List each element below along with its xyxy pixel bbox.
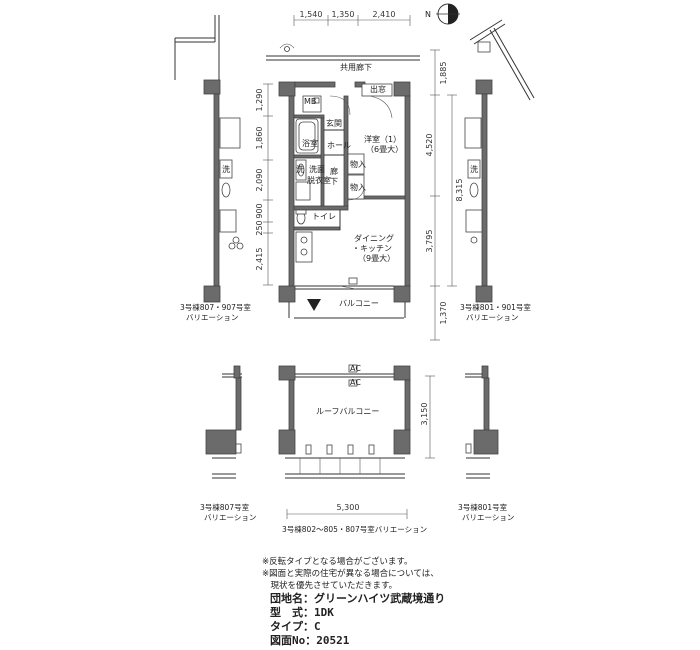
- dim-top-1: 1,540: [300, 10, 323, 19]
- dim-top-3: 2,410: [373, 10, 396, 19]
- compass-icon: N: [425, 3, 460, 25]
- label-storage-b: 物入: [350, 182, 366, 192]
- dim-left-2: 1,860: [255, 127, 264, 150]
- caption-var-right-top-1: 3号棟801・901号室: [460, 302, 531, 312]
- note-line: ※図面と実際の住宅が異なる場合については、: [262, 569, 439, 579]
- roof-ac-label-a: AC: [350, 364, 361, 373]
- label-western-room-size: （6畳大）: [366, 144, 403, 154]
- info-type: タイプ：C: [270, 620, 321, 633]
- label-dining-1: ダイニング: [354, 233, 394, 243]
- dim-right-2: 4,520: [425, 134, 434, 157]
- info-drawing-number: 図面No：20521: [270, 634, 350, 647]
- dim-right-4: 1,370: [439, 302, 448, 325]
- dim-left-4: 900: [255, 203, 264, 218]
- variation-left-top: 洗 3号棟807・907号室 バリエーション: [174, 15, 251, 322]
- caption-var-left-top-2: バリエーション: [186, 313, 238, 322]
- label-mb: MB: [304, 97, 316, 106]
- label-hallway-2: 下: [330, 177, 338, 186]
- label-roof-balcony: ルーフバルコニー: [316, 407, 379, 416]
- balcony-hatch-icon: [307, 299, 321, 311]
- dim-left-5: 250: [255, 220, 264, 235]
- label-dining-2: ・キッチン: [352, 244, 392, 253]
- dim-left-1: 1,290: [255, 89, 264, 112]
- caption-var-left-top-1: 3号棟807・907号室: [180, 302, 251, 312]
- top-dimensions: 1,540 1,350 2,410: [293, 10, 411, 26]
- label-western-room: 洋室（1）: [364, 134, 401, 144]
- note-line: ※反転タイプとなる場合がございます。: [262, 557, 413, 567]
- label-toilet: トイレ: [312, 212, 336, 221]
- dim-left-6: 2,415: [255, 248, 264, 271]
- property-info: 団地名：グリーンハイツ武蔵境通り 型 式：1DK タイプ：C 図面No：2052…: [270, 592, 445, 648]
- note-line: 現状を優先させていただきます。: [262, 581, 398, 591]
- label-entrance: 玄関: [326, 118, 342, 128]
- roof-balcony-plan: AC AC ルーフバルコニー 3,150 5,300 3号棟802～805・80…: [278, 364, 435, 534]
- corridor-area: 共用廊下: [266, 43, 420, 72]
- caption-var-right-bottom-1: 3号棟801号室: [458, 502, 508, 512]
- dim-roof-width: 5,300: [337, 503, 360, 512]
- main-unit-walls: [278, 81, 411, 319]
- right-dimensions: 1,885 4,520 3,795 1,370 8,315: [425, 49, 464, 341]
- label-hallway-1: 廊: [330, 166, 338, 176]
- label-wash-left: 洗: [222, 164, 230, 174]
- label-dining-size: （9畳大）: [358, 253, 395, 263]
- label-bath: 浴室: [302, 138, 318, 148]
- roof-ac-label-b: AC: [350, 378, 361, 387]
- notes: ※反転タイプとなる場合がございます。 ※図面と実際の住宅が異なる場合については、…: [262, 556, 439, 592]
- label-dressing-1: 洗面: [309, 164, 325, 174]
- interior-partitions: [293, 95, 406, 231]
- variation-left-bottom: 3号棟807号室 バリエーション: [200, 365, 256, 522]
- dim-right-1: 1,885: [439, 62, 448, 85]
- label-storage-a: 物入: [350, 159, 366, 169]
- label-hall: ホール: [327, 141, 351, 150]
- label-wash-right: 洗: [470, 164, 478, 174]
- dim-top-2: 1,350: [332, 10, 355, 19]
- dim-right-3: 3,795: [425, 230, 434, 253]
- info-model: 型 式：1DK: [270, 606, 334, 619]
- caption-var-center-bottom: 3号棟802～805・807号室バリエーション: [282, 524, 427, 534]
- balcony-window: [295, 277, 394, 311]
- room-labels: 出窓 MB 玄関 浴室 ホール 洋室（1） （6畳大） 物入 洗 洗面 脱衣室 …: [296, 84, 403, 308]
- dim-roof-depth: 3,150: [420, 403, 429, 426]
- left-dimensions: 1,290 1,860 2,090 900 250 2,415: [255, 83, 273, 286]
- caption-var-left-bottom-2: バリエーション: [204, 513, 256, 522]
- label-dressing-2: 脱衣室: [307, 175, 331, 185]
- label-balcony: バルコニー: [339, 299, 379, 308]
- caption-var-right-bottom-2: バリエーション: [462, 513, 514, 522]
- label-wash: 洗: [296, 164, 304, 174]
- caption-var-right-top-2: バリエーション: [466, 313, 518, 322]
- compass-label: N: [425, 10, 431, 19]
- dim-left-3: 2,090: [255, 169, 264, 192]
- info-complex-name: 団地名：グリーンハイツ武蔵境通り: [270, 592, 446, 605]
- variation-right-top: 洗 3号棟801・901号室 バリエーション: [460, 19, 535, 322]
- label-exit-window: 出窓: [370, 84, 386, 94]
- corridor-label: 共用廊下: [340, 62, 372, 72]
- fixtures: [295, 95, 322, 263]
- dim-right-total: 8,315: [455, 179, 464, 202]
- variation-right-bottom: 3号棟801号室 バリエーション: [458, 365, 514, 522]
- caption-var-left-bottom-1: 3号棟807号室: [200, 502, 250, 512]
